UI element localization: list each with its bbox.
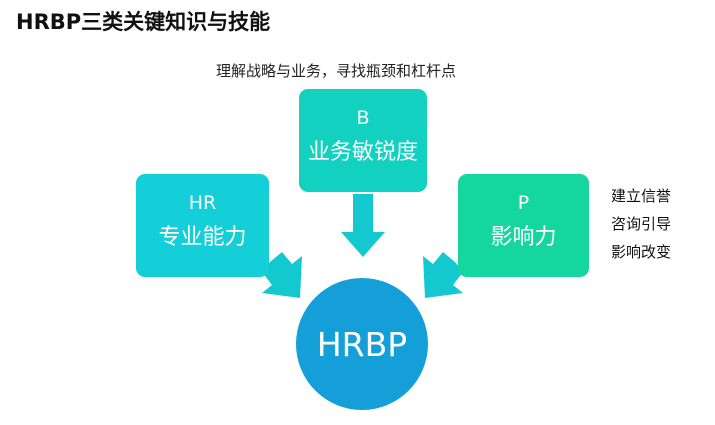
influence-list-item: 咨询引导 [611,215,672,233]
arrow-hr-to-hrbp [262,252,302,298]
influence-list-item: 建立信誉 [611,187,672,205]
page-title: HRBP三类关键知识与技能 [16,10,271,34]
arrow-b-to-hrbp [341,194,385,257]
box-b-label: 业务敏锐度 [307,140,418,165]
arrow-p-to-hrbp [423,252,463,298]
subtitle: 理解战略与业务，寻找瓶颈和杠杆点 [216,62,457,80]
box-hr-expertise: HR 专业能力 [136,174,269,277]
influence-list-item: 影响改变 [611,243,672,261]
box-p-code: P [517,192,530,214]
box-b-code: B [356,107,370,129]
hrbp-circle: HRBP [296,278,428,410]
box-business-acumen: B 业务敏锐度 [299,89,427,192]
box-influence: P 影响力 [458,174,589,277]
box-hr-label: 专业能力 [158,225,247,250]
box-hr-code: HR [188,192,217,214]
influence-list: 建立信誉 咨询引导 影响改变 [611,182,671,266]
box-p-label: 影响力 [490,225,557,250]
